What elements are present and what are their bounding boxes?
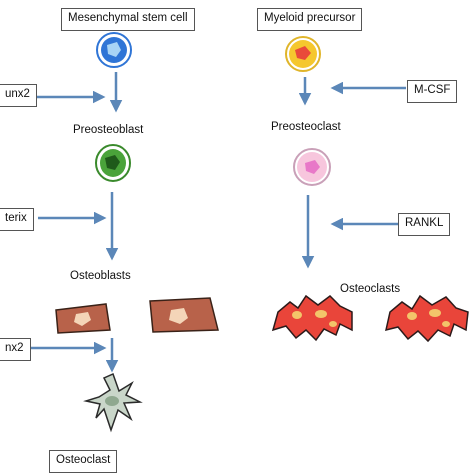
label-myeloid-precursor: Myeloid precursor <box>257 8 363 31</box>
osteoblast-cell-icon <box>55 303 111 334</box>
label-mesenchymal-stem-cell: Mesenchymal stem cell <box>61 8 195 31</box>
label-runx2-bottom: nx2 <box>0 338 31 361</box>
osteoclast-cell-icon <box>385 294 469 343</box>
label-preosteoblast: Preosteoblast <box>69 123 148 139</box>
myeloid-precursor-icon <box>285 36 321 72</box>
preosteoclast-icon <box>293 148 331 186</box>
label-mcsf: M-CSF <box>407 80 458 103</box>
osteoclast-cell-icon <box>271 294 353 342</box>
osteoblast-cell-icon <box>149 297 219 333</box>
label-rankl: RANKL <box>398 213 451 236</box>
label-preosteoclast: Preosteoclast <box>267 120 345 136</box>
label-osteoclasts: Osteoclasts <box>336 282 405 298</box>
osteocyte-icon <box>83 372 143 433</box>
label-osteocyte: Osteoclast <box>49 450 118 473</box>
mesenchymal-stem-cell-icon <box>96 32 132 68</box>
label-runx2-top: unx2 <box>0 84 37 107</box>
preosteoblast-icon <box>95 144 131 182</box>
label-osterix: terix <box>0 208 34 231</box>
label-osteoblasts: Osteoblasts <box>66 269 135 285</box>
